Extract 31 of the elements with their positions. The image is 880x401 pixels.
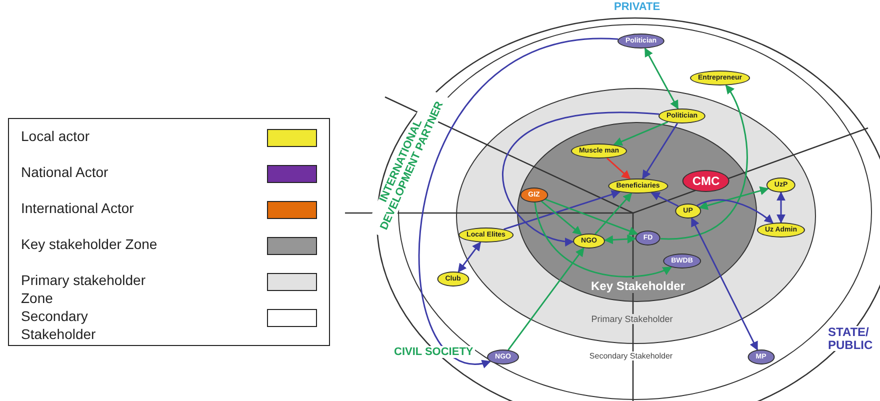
arrow [458, 242, 482, 273]
arrow [504, 190, 621, 230]
arrow [502, 112, 660, 246]
arrow [650, 192, 679, 207]
legend-text: Local actor [21, 127, 90, 145]
arrow [418, 38, 618, 366]
arrow [696, 199, 774, 224]
legend-text: National Actor [21, 163, 110, 181]
legend-text: International Actor [21, 199, 135, 217]
sector-label: CIVIL SOCIETY [392, 346, 476, 358]
arrow [534, 202, 672, 278]
actor-ellipse: CMC [682, 170, 730, 192]
sector-label: PRIVATE [612, 1, 662, 13]
legend-text: Secondary Stakeholder [21, 307, 97, 343]
arrow [660, 84, 748, 240]
arrow [508, 247, 584, 350]
arrow [541, 200, 582, 236]
arrow [776, 192, 786, 224]
zone-label: Secondary Stakeholder [587, 352, 675, 360]
arrow [545, 198, 638, 236]
zone-label: Primary Stakeholder [589, 314, 675, 324]
zone-label: Key Stakeholder [588, 279, 688, 293]
legend-text: Primary stakeholder Zone [21, 271, 146, 307]
arrow [690, 217, 758, 351]
arrow [642, 122, 678, 180]
arrow [644, 48, 679, 110]
legend-text: Key stakeholder Zone [21, 235, 158, 253]
arrow [604, 234, 636, 244]
arrow [606, 158, 631, 180]
arrow [594, 192, 632, 235]
arrow [698, 186, 770, 210]
